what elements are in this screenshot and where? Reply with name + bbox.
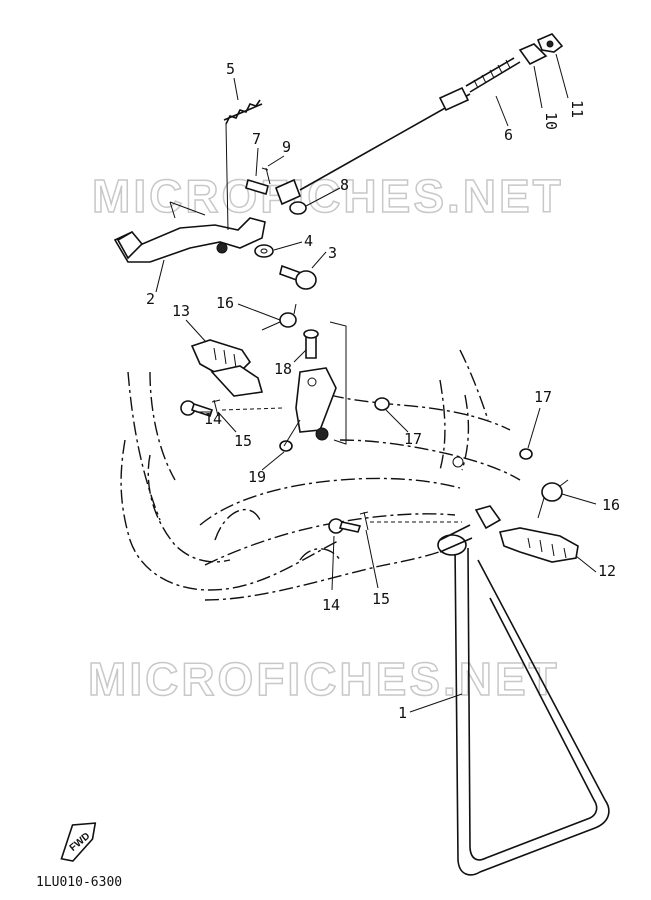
label-17-upper: 17 — [404, 430, 422, 448]
label-13: 13 — [172, 302, 190, 320]
label-15-upper: 15 — [234, 432, 252, 450]
label-7: 7 — [252, 130, 261, 148]
spring-5 — [223, 99, 263, 231]
adjuster-10 — [518, 43, 548, 66]
watermark-top: MICROFICHES.NET — [92, 170, 564, 222]
bolt-3 — [279, 264, 317, 290]
label-6: 6 — [504, 126, 513, 144]
leader-lines — [155, 53, 597, 713]
pedal-bracket — [283, 367, 337, 447]
label-1: 1 — [398, 704, 407, 722]
label-11: 11 — [568, 100, 586, 118]
label-16-upper: 16 — [216, 294, 234, 312]
label-14-lower: 14 — [322, 596, 340, 614]
label-16-lower: 16 — [602, 496, 620, 514]
label-3: 3 — [328, 244, 337, 262]
label-17-lower: 17 — [534, 388, 552, 406]
pin-14-upper — [180, 400, 214, 418]
footrest-12 — [474, 505, 579, 563]
footrest-13 — [190, 339, 264, 397]
label-5: 5 — [226, 60, 235, 78]
label-4: 4 — [304, 232, 313, 250]
label-15-lower: 15 — [372, 590, 390, 608]
joint-11 — [536, 33, 564, 53]
spring-16-upper — [261, 303, 297, 331]
label-8: 8 — [340, 176, 349, 194]
fwd-arrow-icon: FWD — [60, 822, 97, 862]
brake-rod-6 — [274, 57, 521, 206]
label-18: 18 — [274, 360, 292, 378]
washer-4 — [254, 244, 274, 258]
watermark-bottom: MICROFICHES.NET — [88, 653, 560, 705]
damper-17-upper — [374, 397, 390, 411]
reference-code: 1LU010-6300 — [36, 875, 122, 890]
label-10: 10 — [542, 112, 560, 130]
clip-15-upper — [211, 399, 283, 417]
frame-outline — [120, 349, 521, 601]
label-12: 12 — [598, 562, 616, 580]
label-9: 9 — [282, 138, 291, 156]
label-14-upper: 14 — [204, 410, 222, 428]
label-2: 2 — [146, 290, 155, 308]
pin-14-lower — [328, 518, 362, 534]
bolt-18 — [303, 329, 319, 359]
cotter-pin-9 — [261, 167, 271, 185]
clip-15-lower — [359, 511, 462, 531]
nut-8 — [289, 201, 307, 215]
damper-17-lower — [519, 448, 533, 460]
pin-7 — [245, 178, 269, 196]
label-19: 19 — [248, 468, 266, 486]
nut-19 — [279, 440, 293, 452]
spring-16-lower — [537, 479, 569, 519]
main-stand — [437, 524, 610, 876]
